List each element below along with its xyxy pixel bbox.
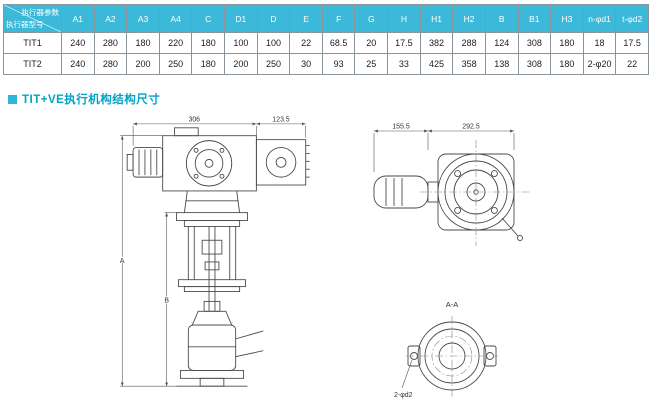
yoke-and-stem-outline [176, 190, 248, 312]
table-cell: 180 [191, 53, 226, 75]
corner-bottom-label: 执行器型号 [6, 20, 44, 29]
table-cell: 280 [93, 32, 128, 54]
table-cell: 93 [321, 53, 356, 75]
top-view-outline [373, 153, 523, 241]
actuator-outline [126, 127, 310, 192]
table-cell: 240 [61, 53, 95, 75]
table-cell: 220 [158, 32, 193, 54]
dim-label-top-right: 292.5 [462, 124, 480, 131]
column-header: F [321, 4, 356, 33]
table-cell: 180 [191, 32, 226, 54]
table-cell: 18 [582, 32, 617, 54]
table-cell: 2-φ20 [582, 53, 617, 75]
column-header: A2 [93, 4, 128, 33]
dim-label-width-right: 123.5 [272, 116, 289, 123]
corner-top-label: 执行器参数 [21, 8, 60, 17]
table-cell: 250 [158, 53, 193, 75]
column-header: A4 [158, 4, 193, 33]
table-cell: 288 [452, 32, 486, 54]
table-cell: 100 [256, 32, 291, 54]
top-view-drawing: 155.5 292.5 [373, 122, 532, 246]
table-cell: 17.5 [615, 32, 649, 54]
section-aa-holes-label: 2-φd2 [394, 392, 413, 399]
column-header: D1 [224, 4, 258, 33]
section-title-text: TIT+VE执行机构结构尺寸 [22, 94, 161, 106]
model-cell: TIT1 [3, 32, 62, 54]
column-header: B1 [517, 4, 552, 33]
table-cell: 33 [387, 53, 421, 75]
table-cell: 382 [419, 32, 454, 54]
corner-diagonal-line [4, 5, 61, 32]
model-cell: TIT2 [3, 53, 62, 75]
table-cell: 358 [452, 53, 486, 75]
top-view-centerlines [420, 140, 532, 246]
column-header: C [191, 4, 226, 33]
table-cell: 68.5 [321, 32, 356, 54]
valve-body-outline [176, 310, 264, 387]
table-cell: 100 [224, 32, 258, 54]
table-corner-cell: 执行器参数 执行器型号 [3, 4, 62, 33]
table-cell: 200 [126, 53, 160, 75]
dim-label-top-left: 155.5 [392, 124, 410, 131]
spec-table: 执行器参数 执行器型号 A1 A2 A3 A4 C D1 D E F G H H… [3, 4, 649, 75]
column-header: A1 [61, 4, 95, 33]
table-cell: 280 [93, 53, 128, 75]
section-aa-title: A-A [446, 300, 459, 309]
section-title: TIT+VE执行机构结构尺寸 [8, 91, 160, 107]
front-view-dimension-lines [120, 122, 306, 387]
table-row: TIT2 240 280 200 250 180 200 250 30 93 2… [3, 53, 649, 75]
table-cell: 240 [61, 32, 95, 54]
top-view-dimension-lines [373, 129, 515, 172]
table-cell: 180 [550, 53, 584, 75]
table-row: TIT1 240 280 180 220 180 100 100 22 68.5… [3, 32, 649, 54]
front-view-drawing: 306 123.5 A B [119, 115, 310, 387]
column-header: n-φd1 [582, 4, 617, 33]
column-header: A3 [126, 4, 160, 33]
section-aa-drawing: A-A 2-φd2 [393, 299, 498, 400]
table-cell: 308 [517, 32, 552, 54]
table-cell: 17.5 [387, 32, 421, 54]
table-cell: 425 [419, 53, 454, 75]
dim-label-width-main: 306 [188, 116, 200, 123]
dim-label-lower-height: B [164, 297, 169, 304]
table-cell: 20 [354, 32, 389, 54]
section-aa-centerlines [406, 316, 498, 398]
table-cell: 200 [224, 53, 258, 75]
column-header: H [387, 4, 421, 33]
table-cell: 250 [256, 53, 291, 75]
column-header: D [256, 4, 291, 33]
column-header: E [289, 4, 323, 33]
dim-label-overall-height: A [120, 258, 125, 265]
section-aa-leader-line [401, 359, 413, 389]
table-cell: 180 [126, 32, 160, 54]
table-cell: 138 [484, 53, 519, 75]
drawings-area: 306 123.5 A B [0, 112, 652, 408]
spec-table-wrap: 执行器参数 执行器型号 A1 A2 A3 A4 C D1 D E F G H H… [3, 4, 649, 75]
column-header: t-φd2 [615, 4, 649, 33]
table-cell: 22 [289, 32, 323, 54]
column-header: H1 [419, 4, 454, 33]
column-header: H3 [550, 4, 584, 33]
column-header: H2 [452, 4, 486, 33]
table-cell: 30 [289, 53, 323, 75]
table-cell: 22 [615, 53, 649, 75]
section-bullet-icon [8, 94, 17, 104]
column-header: G [354, 4, 389, 33]
column-header: B [484, 4, 519, 33]
table-cell: 124 [484, 32, 519, 54]
table-cell: 308 [517, 53, 552, 75]
table-cell: 25 [354, 53, 389, 75]
table-header-row: 执行器参数 执行器型号 A1 A2 A3 A4 C D1 D E F G H H… [3, 4, 649, 33]
table-cell: 180 [550, 32, 584, 54]
